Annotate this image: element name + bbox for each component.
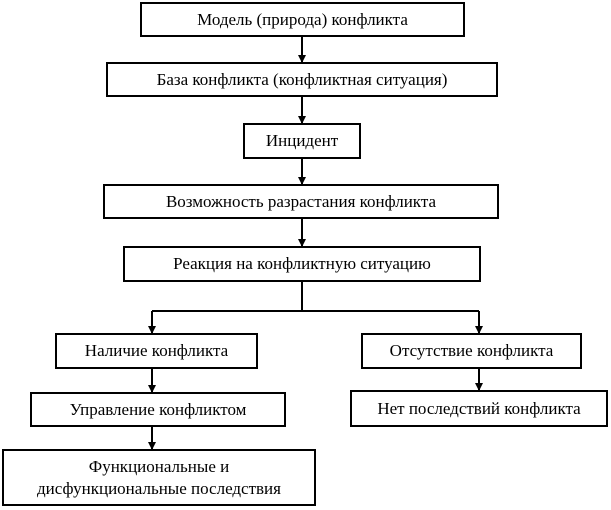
node-absence-label: Отсутствие конфликта — [389, 341, 554, 361]
node-incident: Инцидент — [243, 123, 361, 159]
node-management-label: Управление конфликтом — [69, 399, 247, 419]
node-no-consequences-label: Нет последствий конфликта — [377, 398, 581, 418]
node-presence-label: Наличие конфликта — [84, 341, 229, 361]
node-consequences: Функциональные и дисфункциональные после… — [2, 449, 316, 506]
node-model-label: Модель (природа) конфликта — [197, 9, 408, 29]
node-consequences-line1: Функциональные и — [88, 457, 230, 477]
node-absence: Отсутствие конфликта — [361, 333, 582, 369]
node-consequences-line2: дисфункциональные последствия — [37, 478, 281, 498]
node-incident-label: Инцидент — [265, 131, 339, 151]
node-no-consequences: Нет последствий конфликта — [350, 390, 608, 427]
node-management: Управление конфликтом — [30, 392, 286, 427]
node-reaction-label: Реакция на конфликтную ситуацию — [173, 254, 431, 274]
node-escalation: Возможность разрастания конфликта — [103, 184, 499, 219]
node-escalation-label: Возможность разрастания конфликта — [165, 191, 437, 211]
node-presence: Наличие конфликта — [55, 333, 258, 369]
node-base: База конфликта (конфликтная ситуация) — [106, 62, 498, 97]
node-base-label: База конфликта (конфликтная ситуация) — [156, 69, 448, 89]
node-model: Модель (природа) конфликта — [140, 2, 465, 37]
node-reaction: Реакция на конфликтную ситуацию — [123, 246, 481, 282]
